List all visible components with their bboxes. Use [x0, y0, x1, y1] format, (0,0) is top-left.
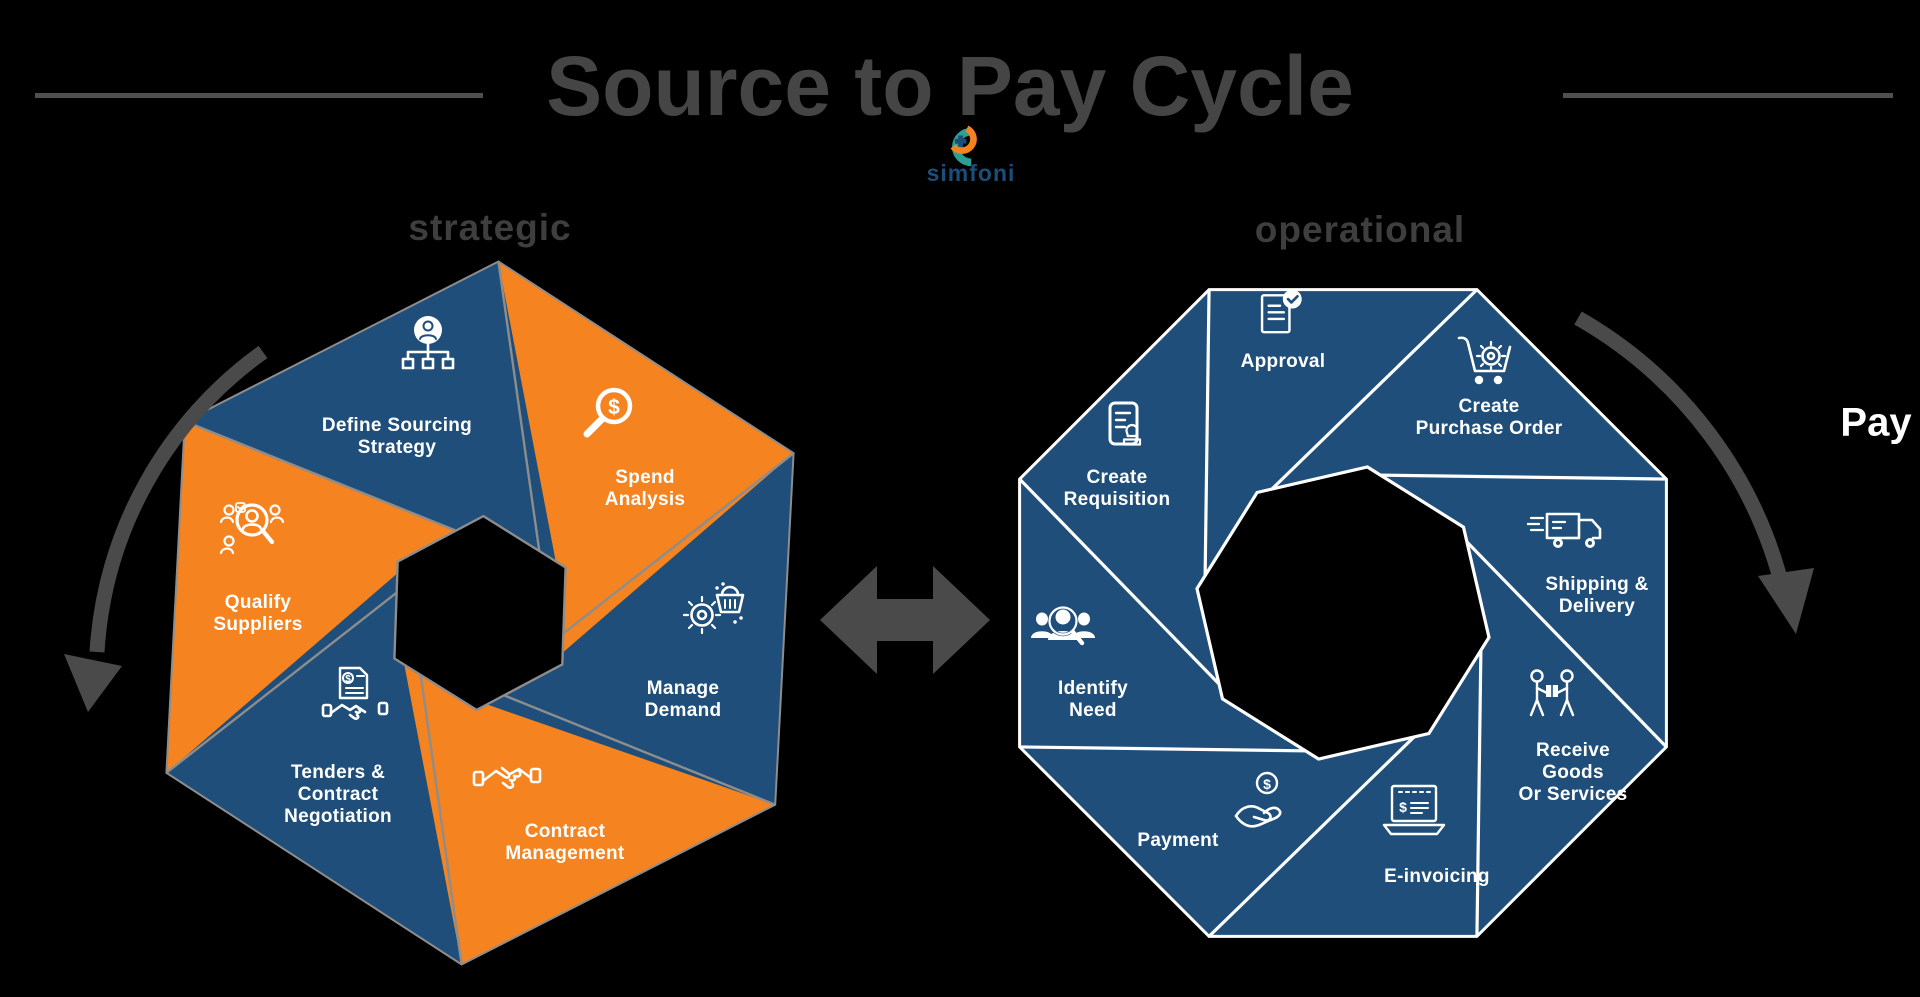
segment-label-approval: Approval [1240, 350, 1326, 372]
svg-text:$: $ [1263, 776, 1271, 792]
segment-seam [1455, 530, 1668, 749]
segment-label-qualify-suppliers: Qualify Suppliers [213, 591, 303, 635]
pay-label: Pay [1840, 400, 1912, 445]
brand-logo: simfoni [909, 124, 1016, 187]
segment-receive-goods [1457, 531, 1667, 937]
people-search-icon [1031, 605, 1095, 646]
segment-define-sourcing-strategy [184, 261, 558, 572]
title-rule-right [1563, 93, 1893, 98]
laptop-invoice-icon: $ [1382, 784, 1446, 836]
document-handshake-icon: $ [321, 666, 389, 720]
wheel-strategic [165, 260, 795, 966]
segment-seam [1366, 473, 1667, 481]
segment-label-contract-management: Contract Management [505, 820, 625, 864]
page-title: Source to Pay Cycle [546, 39, 1354, 133]
wheel-outline [1018, 288, 1668, 938]
wheel-operational [1018, 288, 1668, 938]
document-check-icon [1260, 289, 1302, 334]
handshake-icon [472, 766, 542, 789]
document-stamp-icon [1108, 401, 1142, 446]
org-person-icon [401, 316, 455, 370]
heading-strategic: strategic [408, 207, 572, 248]
segment-payment [1019, 727, 1425, 937]
segment-label-payment: Payment [1137, 829, 1219, 851]
people-box-icon [1529, 669, 1575, 717]
transfer-arrow-icon [820, 566, 990, 674]
heading-operational: operational [1254, 209, 1466, 250]
segment-label-receive-goods: Receive Goods Or Services [1518, 739, 1628, 806]
segment-label-define-sourcing-strategy: Define Sourcing Strategy [321, 414, 473, 458]
segment-seam [1260, 288, 1479, 501]
left-cycle-arrow-icon [64, 345, 268, 712]
wheel-hole [393, 514, 567, 712]
svg-text:$: $ [345, 674, 351, 685]
logo-text: simfoni [926, 160, 1016, 186]
segment-label-manage-demand: Manage Demand [644, 677, 722, 721]
segment-create-requisition [1019, 289, 1229, 695]
segment-seam [1475, 636, 1483, 937]
wheel-hole [1195, 465, 1491, 761]
segment-label-tenders-contract-negotiation: Tenders & Contract Negotiation [284, 761, 392, 828]
right-cycle-arrow-icon [1574, 311, 1814, 634]
svg-text:$: $ [608, 396, 620, 419]
people-magnifier-icon [219, 502, 285, 555]
segment-label-create-requisition: Create Requisition [1063, 466, 1171, 510]
title-rule-left [35, 93, 483, 98]
segment-label-create-purchase-order: Create Purchase Order [1415, 395, 1563, 439]
segment-create-purchase-order [1261, 289, 1667, 499]
cart-gear-icon [1457, 336, 1512, 385]
gear-basket-icon [682, 582, 745, 635]
segment-spend-analysis [498, 261, 794, 660]
segment-tenders-contract-negotiation [166, 566, 462, 965]
svg-text:$: $ [1399, 799, 1407, 815]
segment-label-spend-analysis: Spend Analysis [604, 466, 686, 510]
segment-label-e-invoicing: E-invoicing [1384, 865, 1490, 887]
segment-label-shipping-delivery: Shipping & Delivery [1545, 573, 1649, 617]
segment-seam [1203, 289, 1211, 590]
segment-label-identify-need: Identify Need [1058, 677, 1128, 721]
magnifier-dollar-icon: $ [583, 387, 633, 438]
delivery-truck-icon [1527, 512, 1602, 548]
logo-mark-icon [950, 125, 978, 167]
segment-seam [1018, 477, 1231, 696]
segment-seam [1019, 745, 1320, 753]
segment-seam [1207, 725, 1426, 938]
hand-coin-icon: $ [1234, 771, 1282, 828]
segment-contract-management [402, 654, 776, 965]
